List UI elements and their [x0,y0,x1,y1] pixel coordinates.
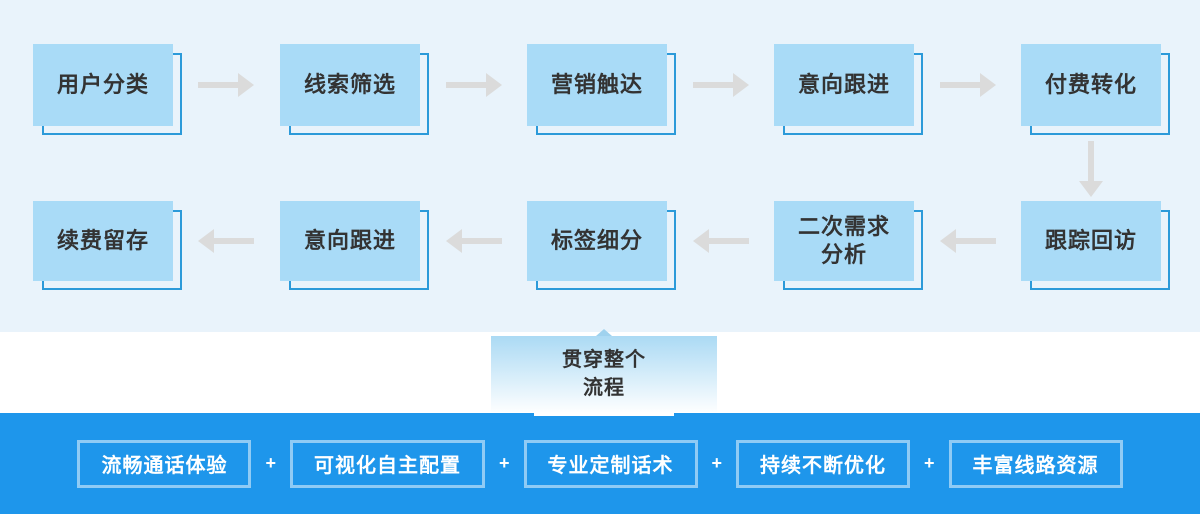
node-fill: 意向跟进 [774,44,914,126]
feature-label: 持续不断优化 [760,455,887,477]
flow-node-label: 意向跟进 [797,72,890,97]
node-fill: 续费留存 [33,201,173,281]
arrow-right-icon [446,73,502,97]
arrow-left-icon [940,229,996,253]
flow-node-marketing-reach: 营销触达 [527,44,676,135]
flow-node-label: 二次需求 分析 [797,214,890,267]
node-fill: 用户分类 [33,44,173,126]
node-fill: 线索筛选 [280,44,420,126]
flow-node-label: 营销触达 [550,72,643,97]
feature-box-continuous-optimization: 持续不断优化 [736,439,911,488]
bottom-feature-bar: 流畅通话体验 + 可视化自主配置 + 专业定制话术 + 持续不断优化 + 丰富线… [0,413,1200,514]
note-bottom-tab [534,412,674,416]
flow-node-label: 线索筛选 [303,72,396,97]
feature-box-visual-config: 可视化自主配置 [289,439,485,488]
arrow-right-icon [940,73,996,97]
flow-node-followup-visit: 跟踪回访 [1021,201,1170,290]
node-fill: 跟踪回访 [1021,201,1161,281]
feature-label: 专业定制话术 [547,455,674,477]
feature-label: 丰富线路资源 [972,455,1099,477]
flow-node-label: 付费转化 [1044,72,1137,97]
center-note-label: 贯穿整个 流程 [562,349,646,399]
flow-node-label: 用户分类 [56,72,149,97]
flow-node-paid-conversion: 付费转化 [1021,44,1170,135]
arrow-right-icon [693,73,749,97]
node-fill: 意向跟进 [280,201,420,281]
node-fill: 二次需求 分析 [774,201,914,281]
arrow-left-icon [446,229,502,253]
feature-box-custom-script: 专业定制话术 [523,439,698,488]
arrow-left-icon [693,229,749,253]
flow-node-label: 意向跟进 [303,228,396,253]
flow-node-intent-followup-2: 意向跟进 [280,201,429,290]
flow-node-label: 续费留存 [56,228,149,253]
arrow-right-icon [198,73,254,97]
flow-node-lead-screening: 线索筛选 [280,44,429,135]
flow-node-secondary-demand-analysis: 二次需求 分析 [774,201,923,290]
plus-separator: + [498,453,510,473]
feature-label: 可视化自主配置 [313,455,461,477]
flow-node-label: 跟踪回访 [1044,228,1137,253]
node-fill: 标签细分 [527,201,667,281]
feature-box-line-resources: 丰富线路资源 [948,439,1123,488]
plus-separator: + [711,453,723,473]
feature-label: 流畅通话体验 [101,455,228,477]
flow-section: 用户分类 线索筛选 营销触达 意向跟进 付费转化 [0,0,1200,332]
arrow-down-icon [1079,141,1103,197]
node-fill: 付费转化 [1021,44,1161,126]
flow-node-user-classification: 用户分类 [33,44,182,135]
feature-box-call-quality: 流畅通话体验 [77,439,252,488]
arrow-left-icon [198,229,254,253]
center-note-box: 贯穿整个 流程 [491,329,717,416]
flow-node-tag-segmentation: 标签细分 [527,201,676,290]
flow-node-label: 标签细分 [550,228,643,253]
node-fill: 营销触达 [527,44,667,126]
pointer-up-icon [596,329,612,336]
flow-node-intent-followup-1: 意向跟进 [774,44,923,135]
plus-separator: + [924,453,935,473]
flow-node-renewal-retention: 续费留存 [33,201,182,290]
plus-separator: + [265,453,276,473]
